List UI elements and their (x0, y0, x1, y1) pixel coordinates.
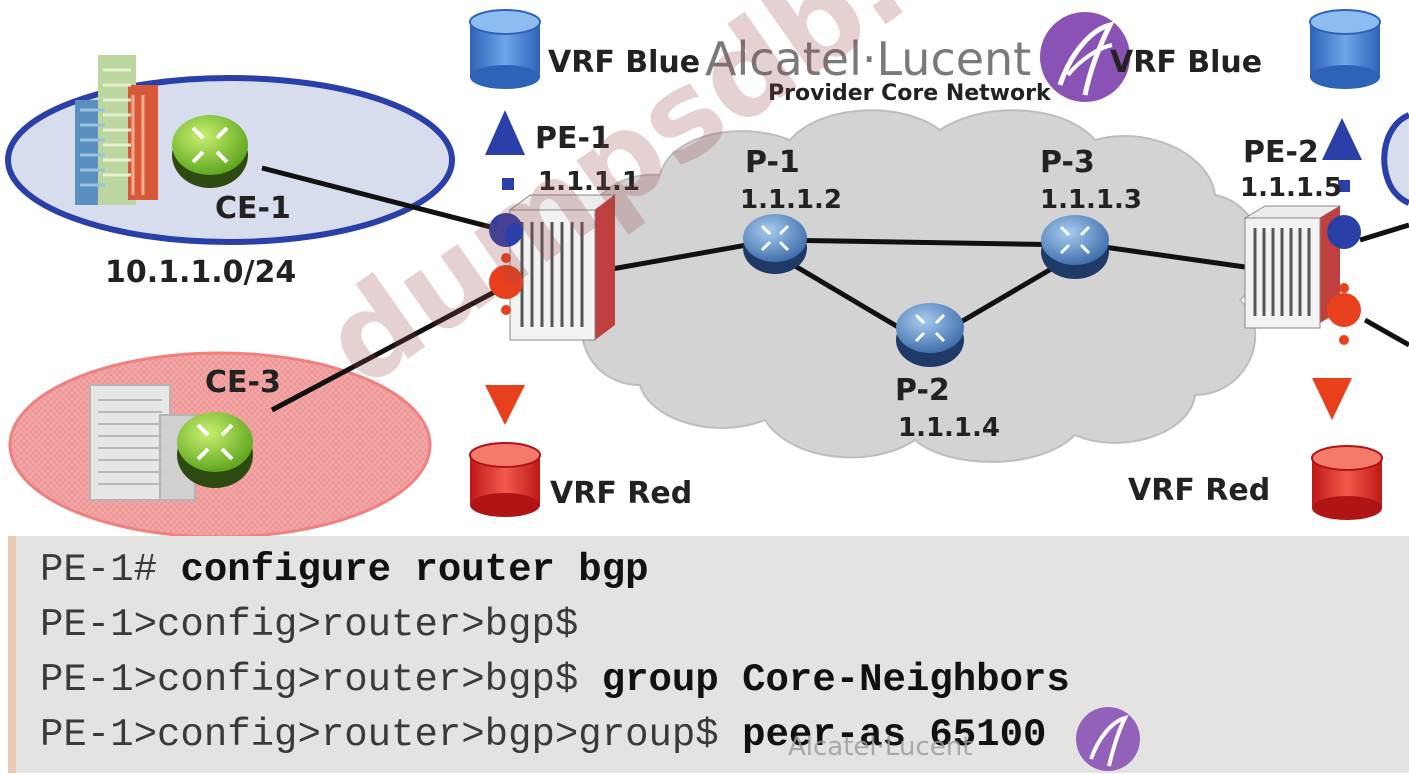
ce1-name: CE-1 (215, 191, 291, 226)
cli-prompt: PE-1>config>router>bgp>group$ (40, 713, 743, 757)
pe1-router-chassis-icon (508, 194, 617, 341)
pe2-ip: 1.1.1.5 (1240, 173, 1342, 203)
ce1-router-icon (172, 115, 248, 188)
vrf-blue-right-label: VRF Blue (1110, 45, 1262, 80)
vrf-red-right-db-icon (1311, 445, 1383, 520)
pe1-ip: 1.1.1.1 (538, 167, 640, 197)
vrf-red-right-label: VRF Red (1128, 473, 1270, 508)
cli-command: peer-as 65100 (742, 713, 1047, 757)
network-diagram: Alcatel·Lucent VRF Blue VRF Blue Provide… (5, 9, 1409, 539)
ce3-name: CE-3 (205, 365, 281, 400)
cli-prompt: PE-1>config>router>bgp$ (40, 658, 602, 702)
p1-router-icon (743, 214, 807, 274)
pe2-name: PE-2 (1243, 135, 1319, 170)
ce3-router-icon (177, 412, 253, 488)
p3-ip: 1.1.1.3 (1040, 185, 1142, 215)
provider-core-cloud (580, 109, 1262, 463)
footer-logo (1076, 707, 1140, 771)
cli-prompt: PE-1# (40, 548, 181, 592)
terminal-edge (8, 536, 16, 773)
ce3-building-icon (89, 384, 196, 501)
vrf-blue-left-label: VRF Blue (548, 45, 700, 80)
cli-command: group Core-Neighbors (601, 658, 1070, 702)
cli-line-4: PE-1>config>router>bgp>group$ peer-as 65… (40, 713, 1046, 757)
ce1-subnet: 10.1.1.0/24 (105, 255, 296, 290)
p3-name: P-3 (1040, 145, 1095, 180)
cli-prompt: PE-1>config>router>bgp$ (40, 603, 579, 647)
cli-terminal: PE-1# configure router bgp PE-1>config>r… (8, 536, 1409, 773)
vrf-red-left-label: VRF Red (550, 476, 692, 511)
p2-router-icon (896, 303, 964, 367)
ce2-site-ellipse (1381, 112, 1409, 206)
p3-router-icon (1041, 215, 1109, 279)
cli-command: configure router bgp (180, 548, 649, 592)
cli-line-1: PE-1# configure router bgp (40, 548, 649, 592)
core-label: Provider Core Network (768, 81, 1052, 106)
ce1-building-icon (75, 55, 158, 205)
p1-name: P-1 (745, 145, 800, 180)
p2-name: P-2 (895, 373, 950, 408)
p2-ip: 1.1.1.4 (898, 413, 1000, 443)
brand-text: Alcatel·Lucent (705, 32, 1031, 86)
vrf-blue-left-db-icon (469, 9, 541, 89)
pe1-name: PE-1 (535, 121, 611, 156)
alcatel-lucent-logo (1040, 12, 1130, 102)
vrf-blue-right-db-icon (1309, 9, 1381, 89)
cli-line-3: PE-1>config>router>bgp$ group Core-Neigh… (40, 658, 1070, 702)
cli-line-2: PE-1>config>router>bgp$ (40, 603, 578, 647)
p1-ip: 1.1.1.2 (740, 185, 842, 215)
pe2-router-chassis-icon (1243, 205, 1342, 329)
vrf-markers (485, 110, 1362, 425)
vrf-red-left-db-icon (469, 442, 541, 517)
